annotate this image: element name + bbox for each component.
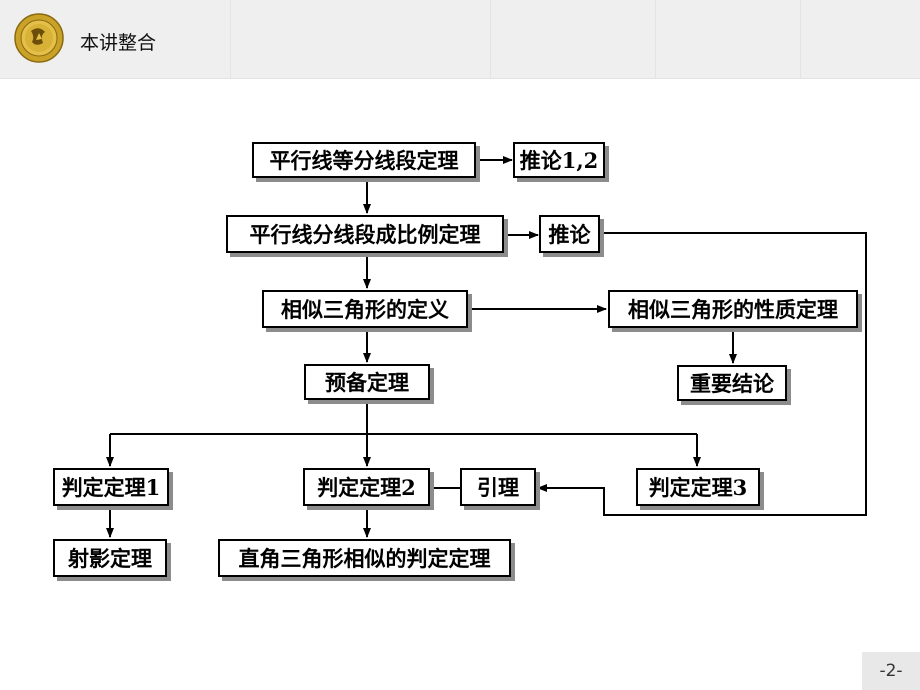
header-title: 本讲整合 [80,32,157,54]
header-divider [800,0,801,78]
header-divider [490,0,491,78]
node-corollary: 推论 [539,215,600,253]
node-parallel-equal-division-theorem: 平行线等分线段定理 [252,142,476,178]
header-divider [655,0,656,78]
node-criterion-1: 判定定理1 [53,468,169,506]
node-proportional-segments-theorem: 平行线分线段成比例定理 [226,215,504,253]
node-important-conclusion: 重要结论 [677,365,787,401]
page-number: -2- [862,652,920,690]
node-similar-triangle-properties: 相似三角形的性质定理 [608,290,858,328]
header-divider [230,0,231,78]
node-criterion-3: 判定定理3 [636,468,760,506]
node-projection-theorem: 射影定理 [53,539,167,577]
node-similar-triangle-definition: 相似三角形的定义 [262,290,468,328]
school-seal-logo [14,13,64,63]
node-lemma: 引理 [460,468,536,506]
arrow-n4-to-n11 [537,232,867,516]
node-right-triangle-similarity-criterion: 直角三角形相似的判定定理 [218,539,511,577]
node-corollary-1-2: 推论1,2 [513,142,605,178]
header-bar: 本讲整合 [0,0,920,79]
node-criterion-2: 判定定理2 [303,468,430,506]
node-preliminary-theorem: 预备定理 [304,364,430,400]
